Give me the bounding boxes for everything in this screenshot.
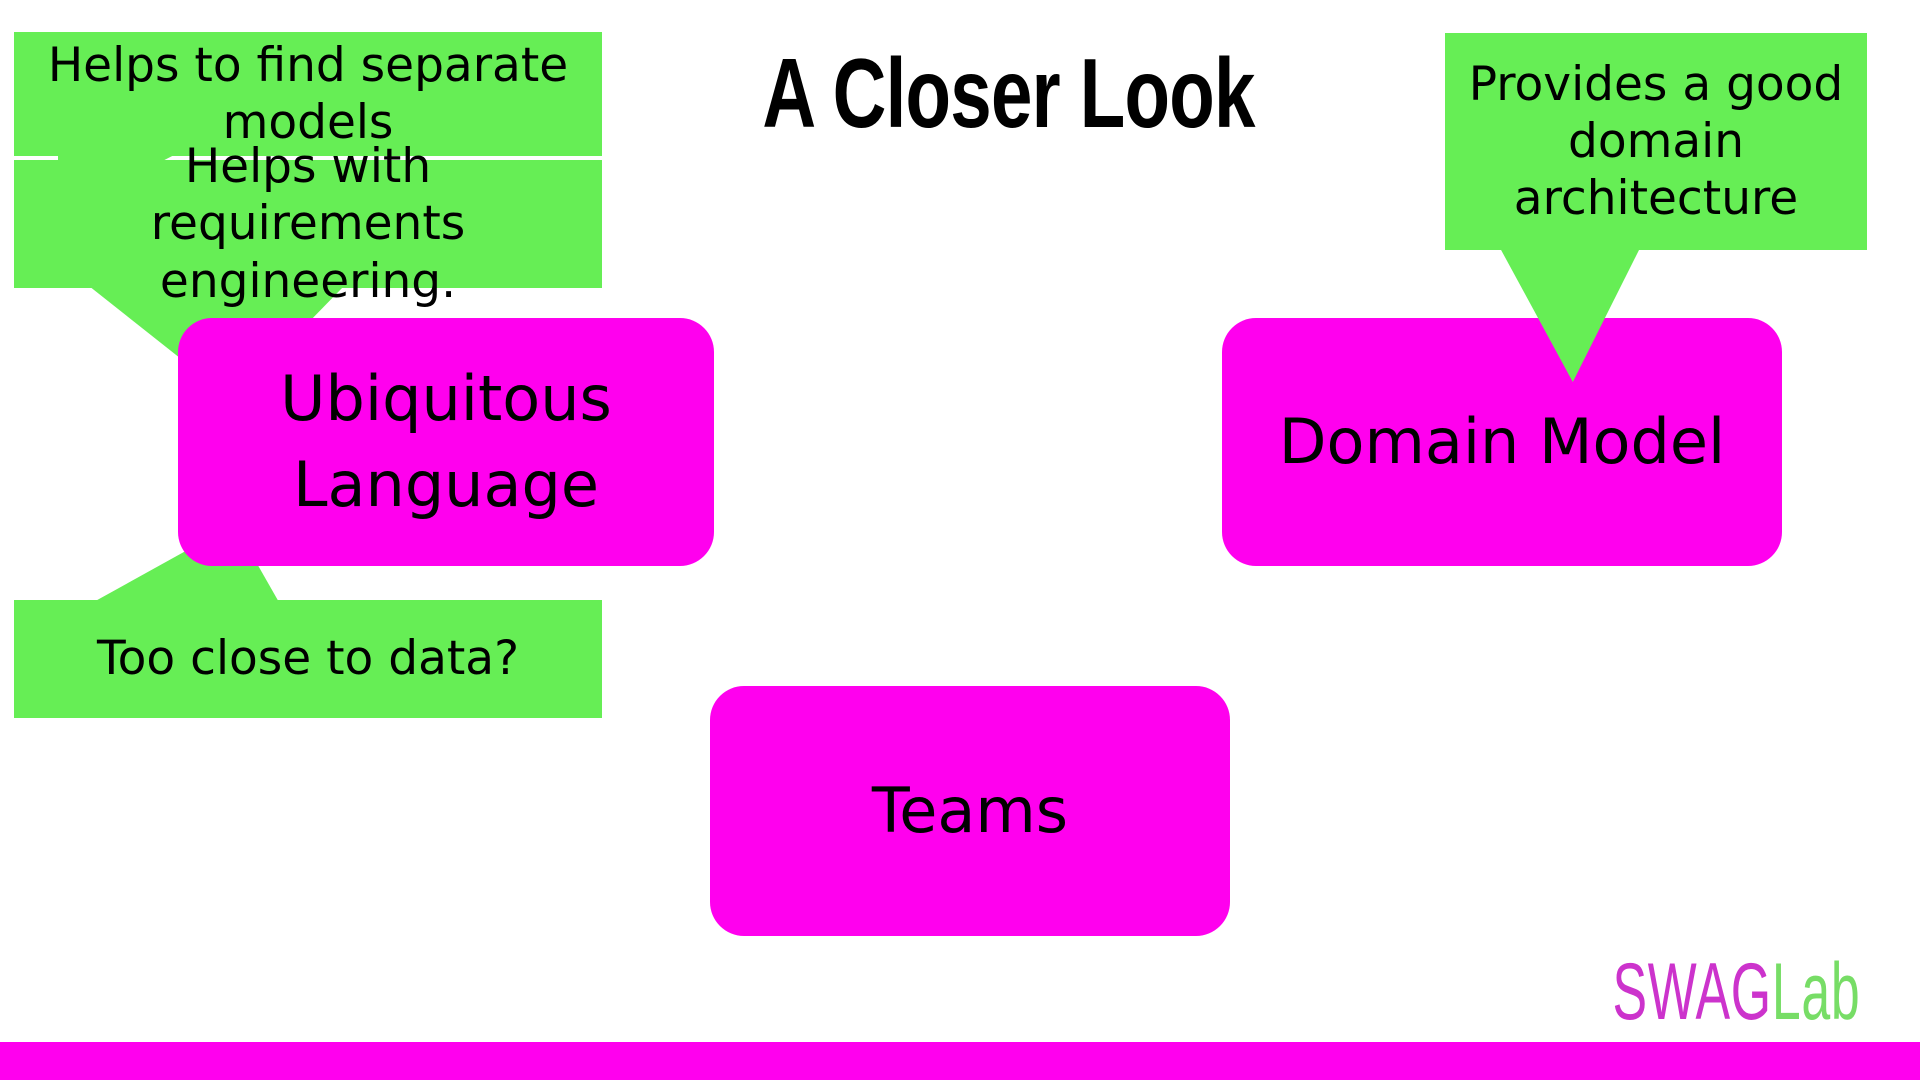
concept-label-domain-model: Domain Model	[1278, 405, 1726, 479]
callout-separate-models[interactable]: Helps to find separate models	[14, 32, 602, 156]
concept-label-teams: Teams	[871, 774, 1069, 848]
logo-text-lab: Lab	[1771, 947, 1860, 1038]
callout-requirements-engineering-text: Helps with requirements engineering.	[150, 139, 466, 309]
concept-box-domain-model[interactable]: Domain Model	[1222, 318, 1782, 566]
concept-box-ubiquitous-language[interactable]: Ubiquitous Language	[178, 318, 714, 566]
callout-too-close-to-data[interactable]: Too close to data?	[14, 600, 602, 718]
concept-box-teams[interactable]: Teams	[710, 686, 1230, 936]
callout-requirements-engineering[interactable]: Helps with requirements engineering.	[14, 139, 602, 309]
concept-label-ubiquitous-language: Ubiquitous Language	[280, 362, 612, 521]
footer-bar	[0, 1042, 1920, 1080]
callout-too-close-to-data-text: Too close to data?	[96, 631, 520, 687]
callout-separate-models-text: Helps to find separate models	[47, 37, 569, 150]
callout-domain-architecture-text: Provides a good domain architecture	[1468, 56, 1844, 227]
callout-domain-architecture[interactable]: Provides a good domain architecture	[1445, 33, 1867, 250]
logo-text-swag: SWAG	[1611, 947, 1772, 1038]
swaglab-logo: SWAGLab	[1612, 952, 1860, 1033]
page-title: A Closer Look	[762, 38, 1255, 148]
